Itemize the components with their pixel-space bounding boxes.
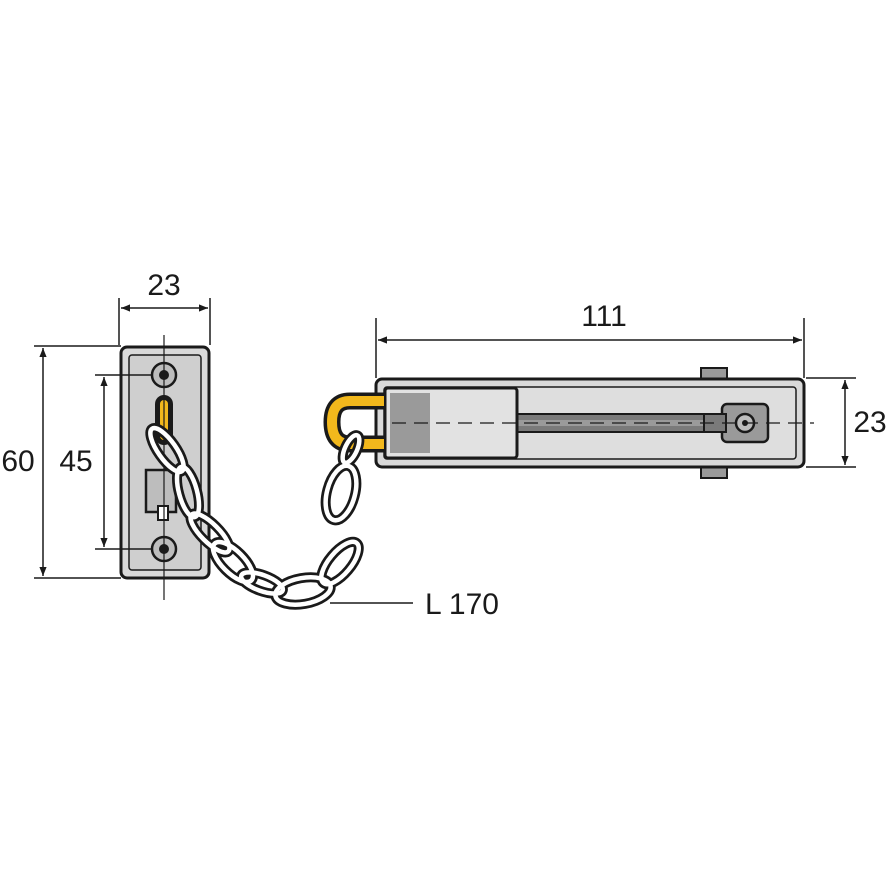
slide-rail	[374, 367, 814, 479]
chain-length-label: L 170	[425, 588, 499, 621]
plate-width-label: 23	[147, 269, 180, 302]
rail-height-label: 23	[853, 406, 886, 439]
dimension-lines	[34, 298, 856, 604]
rail-length-label: 111	[581, 300, 627, 333]
hole-spacing-label: 45	[59, 445, 92, 478]
chain	[145, 423, 365, 610]
plate-height-label: 60	[1, 445, 34, 478]
